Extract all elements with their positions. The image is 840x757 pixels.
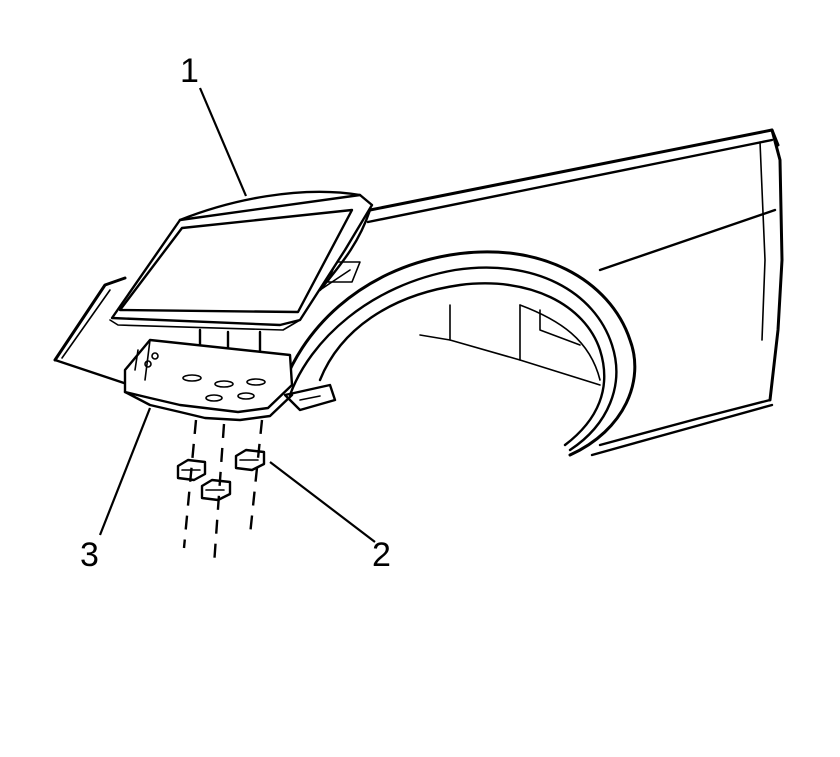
leader-1 [198, 87, 248, 197]
fastener-centerlines [182, 419, 264, 566]
leader-lines [98, 87, 376, 543]
headlamp-support-bracket [123, 338, 294, 422]
callout-2-label: 2 [372, 536, 391, 574]
nut-2 [234, 448, 266, 472]
leader-3 [98, 407, 152, 536]
callout-3-label: 3 [80, 536, 99, 574]
headlamp-assembly [109, 190, 374, 385]
wheel-arch [278, 250, 637, 457]
fender-panel [318, 128, 784, 457]
nut-3 [200, 478, 232, 502]
callout-1-label: 1 [180, 52, 199, 90]
retaining-nuts [176, 448, 266, 502]
bumper-edge [53, 276, 132, 387]
leader-2 [269, 461, 376, 543]
